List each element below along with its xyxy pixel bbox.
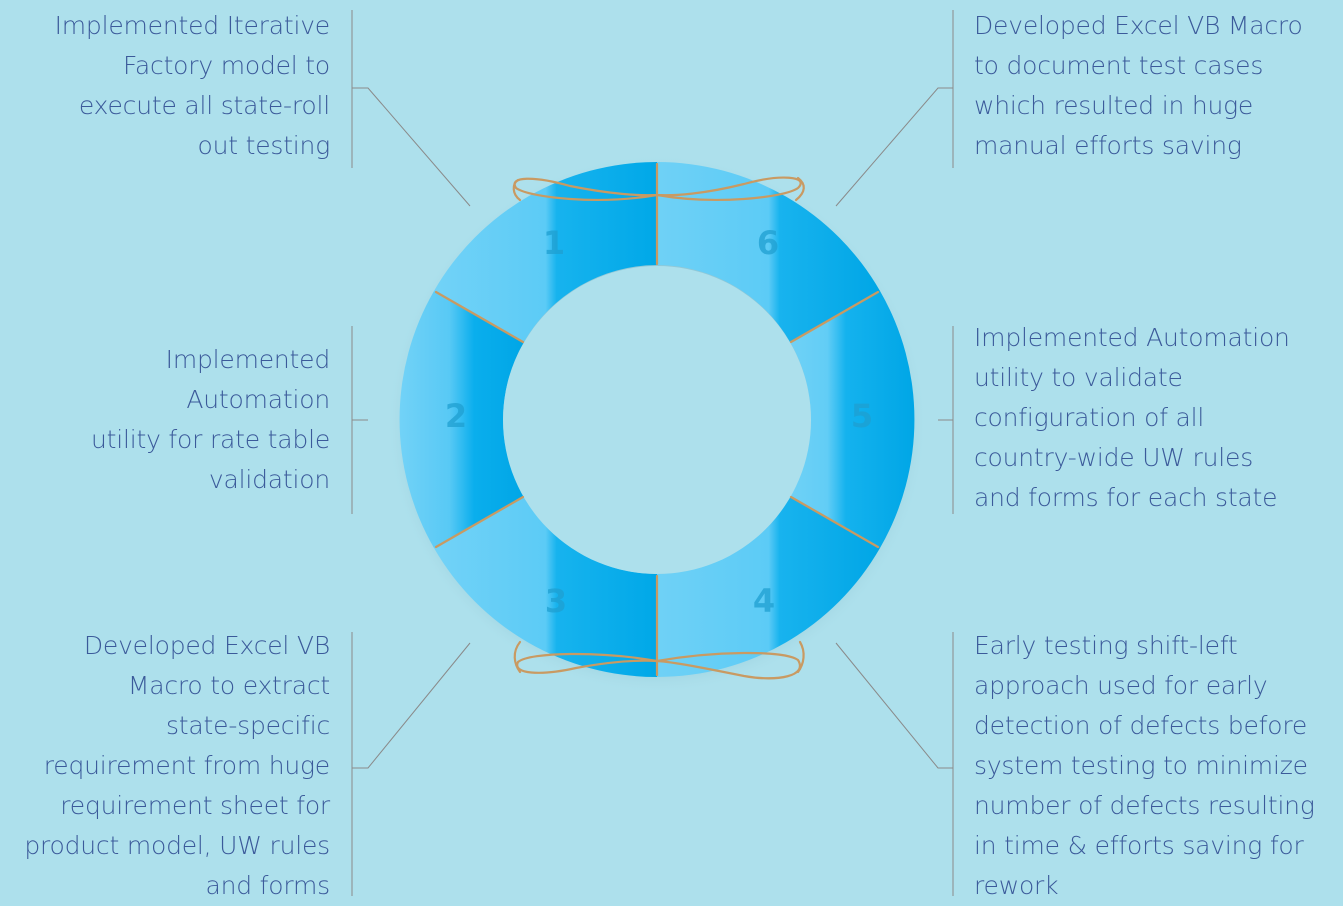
ring-segments [399,161,915,677]
rope-end-top-right [794,176,805,202]
segment-4-description: Early testing shift-left approach used f… [974,626,1315,906]
text-line: state-specific [165,711,330,740]
text-line: which resulted in huge [974,91,1254,120]
rope-loop-top-right [655,176,802,201]
rope-strap-right-top [789,290,880,344]
text-line: to document test cases [974,51,1264,80]
text-line: utility for rate table [91,425,330,454]
ring-segment-5 [790,291,915,548]
text-line: configuration of all [974,403,1205,432]
segment-number-1: 1 [543,224,565,262]
ring-segment-2 [399,291,524,548]
text-line: Developed Excel VB Macro [974,11,1303,40]
text-line: Implemented [165,345,331,374]
text-line: requirement from huge [43,751,330,780]
text-line: Macro to extract [127,671,330,700]
ring-segment-3 [434,497,657,677]
segment-6-description: Developed Excel VB Macro to document tes… [974,6,1303,166]
rope-strap-left-bottom [434,495,525,549]
text-line: rework [974,871,1059,900]
text-line: Automation [186,385,330,414]
text-line: country-wide UW rules [974,443,1254,472]
segment-number-5: 5 [851,397,873,435]
text-line: Developed Excel VB [83,631,330,660]
text-line: and forms for each state [974,483,1278,512]
ring-segment-1 [434,161,657,342]
rope-end-bottom-left [513,640,522,674]
text-line: approach used for early [974,671,1268,700]
right-connectors [835,10,954,896]
text-line: Implemented Automation [974,323,1290,352]
segment-number-3: 3 [545,582,567,620]
rope-strap-right-bottom [789,495,880,549]
rope-end-top-left [512,178,522,202]
text-line: utility to validate [974,363,1183,392]
connector-line-4 [835,642,953,769]
segment-number-6: 6 [757,224,779,262]
ring-segment-4 [657,497,880,677]
rope-loop-bottom-right [655,651,801,680]
segment-number-2: 2 [445,397,467,435]
segment-5-description: Implemented Automation utility to valida… [974,318,1290,518]
text-line: Factory model to [123,51,330,80]
rope-loop-bottom-left [516,652,659,674]
segment-3-description: Developed Excel VB Macro to extract stat… [24,626,330,906]
ring-hole [503,266,811,574]
text-line: in time & efforts saving for [974,831,1304,860]
ring-segment-6 [657,161,880,342]
text-line: out testing [197,131,331,160]
text-line: number of defects resulting [974,791,1315,820]
connector-line-3 [352,642,471,769]
text-line: manual efforts saving [974,131,1242,160]
text-line: requirement sheet for [60,791,330,820]
left-connectors [351,10,471,896]
text-line: product model, UW rules [24,831,330,860]
text-line: detection of defects before [974,711,1308,740]
text-line: Implemented Iterative [54,11,331,40]
segment-number-4: 4 [753,582,775,620]
text-line: and forms [205,871,331,900]
segment-1-description: Implemented Iterative Factory model to e… [54,6,331,166]
text-line: Early testing shift-left [974,631,1238,660]
connector-line-6 [835,87,953,207]
rope-end-bottom-right [796,640,805,674]
text-line: execute all state-roll [78,91,330,120]
text-line: validation [208,465,330,494]
rope-strap-left-top [434,290,525,344]
rope [434,162,880,680]
connector-line-1 [352,87,471,207]
segment-2-description: Implemented Automation utility for rate … [91,340,330,500]
text-line: system testing to minimize [974,751,1308,780]
